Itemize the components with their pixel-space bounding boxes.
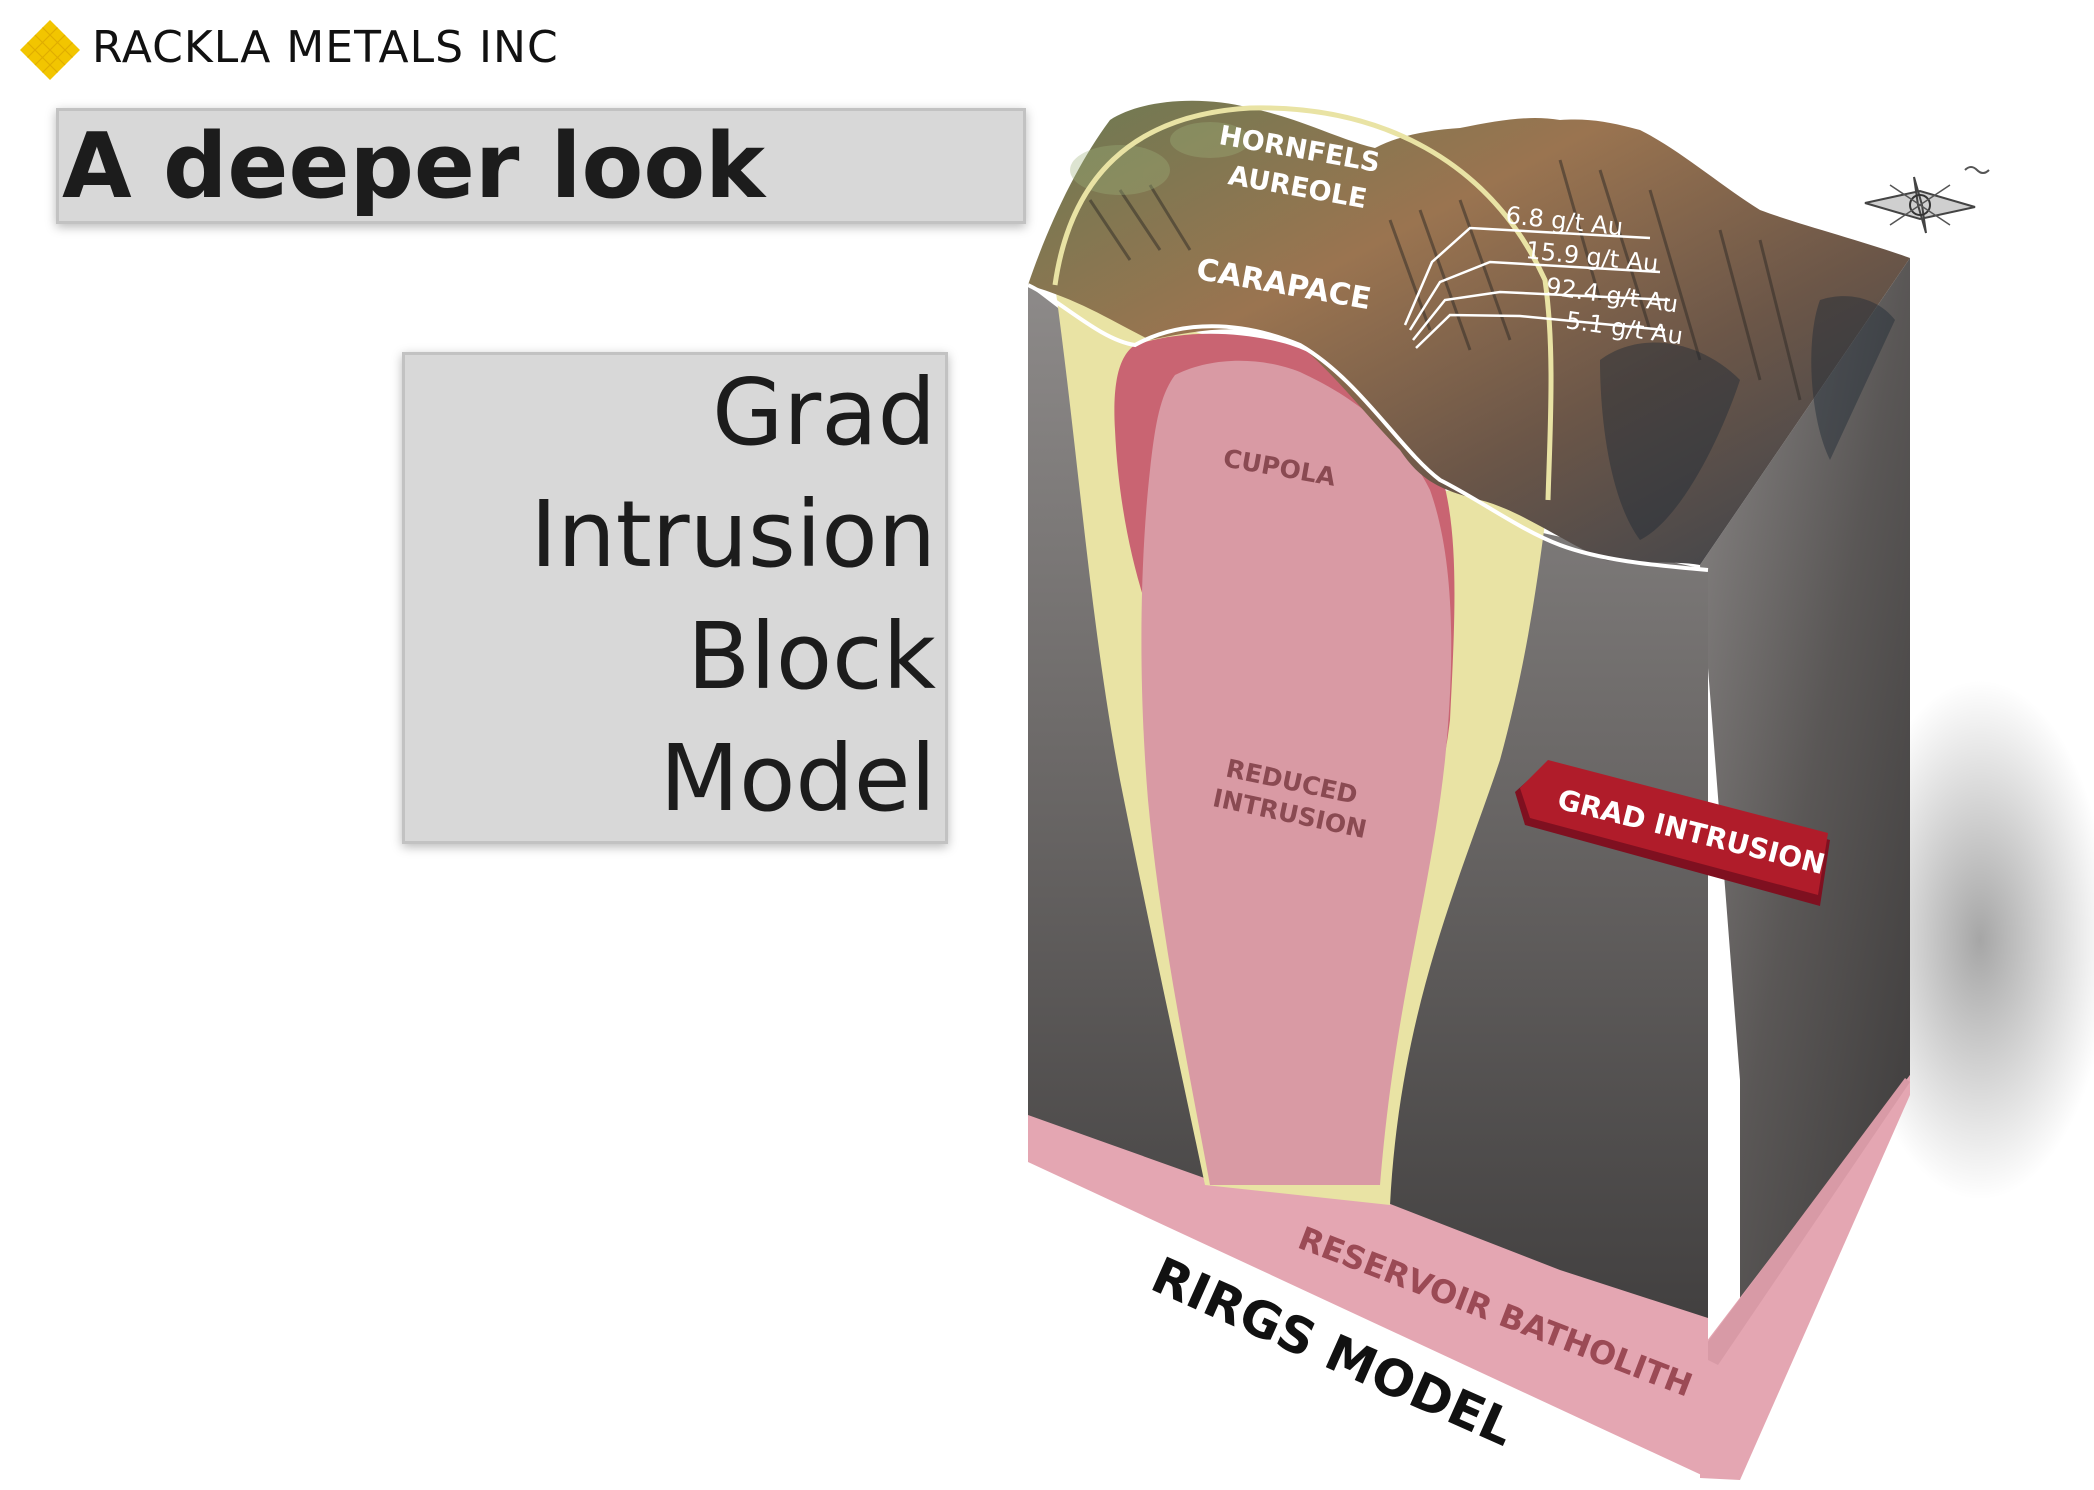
side-face bbox=[1700, 258, 1910, 1365]
block-shadow bbox=[1850, 680, 2094, 1200]
aureole-outline bbox=[1052, 105, 1554, 501]
model-title-line-1: Grad bbox=[712, 359, 936, 466]
page-title: A deeper look bbox=[62, 114, 766, 219]
reduced-intrusion bbox=[1141, 360, 1452, 1185]
reservoir-batholith bbox=[1028, 1115, 1708, 1478]
model-title-line-4: Model bbox=[659, 725, 936, 832]
model-title-line-2: Intrusion bbox=[530, 481, 936, 588]
compass-icon bbox=[1864, 166, 1990, 234]
title-banner bbox=[56, 108, 1026, 224]
diamond-logo-icon bbox=[20, 20, 80, 80]
grad-intrusion-arrow bbox=[1515, 760, 1830, 906]
model-title-box bbox=[402, 352, 948, 844]
company-name: RACKLA METALS INC bbox=[92, 22, 559, 73]
model-title-line-3: Block bbox=[687, 603, 936, 710]
terrain-surface bbox=[1028, 100, 1910, 565]
side-batholith bbox=[1700, 1075, 1910, 1480]
terrain-profile-line bbox=[1027, 283, 1709, 572]
